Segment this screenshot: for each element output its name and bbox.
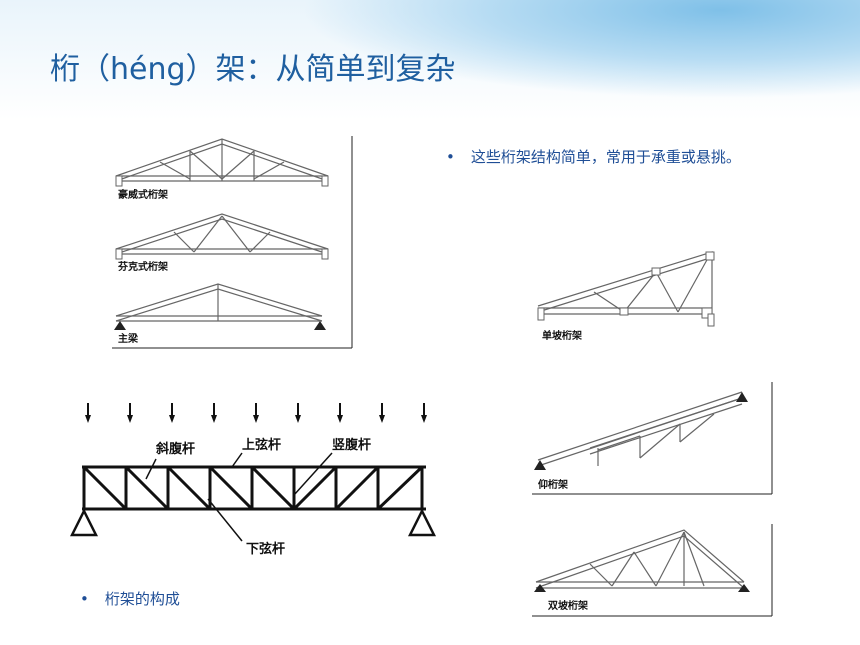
mono-truss-label: 单坡桁架 — [542, 329, 582, 342]
fink-truss-label: 芬克式桁架 — [117, 260, 168, 273]
bullet-load-bearing: • 这些桁架结构简单，常用于承重或悬挑。 — [446, 146, 741, 167]
double-truss-drawing — [534, 529, 750, 592]
bullet-text: 桁架的构成 — [104, 590, 180, 608]
load-arrows — [85, 403, 427, 423]
bullet-dot: • — [446, 148, 455, 166]
bullet-text: 这些桁架结构简单，常用于承重或悬挑。 — [470, 148, 741, 166]
mono-truss-figure: 单坡桁架 — [537, 251, 715, 342]
bullet-composition: • 桁架的构成 — [80, 588, 180, 609]
raised-truss-drawing — [534, 391, 748, 470]
truss-components-figure: 斜腹杆 上弦杆 竖腹杆 下弦杆 — [70, 403, 437, 557]
howe-truss-drawing — [115, 138, 329, 187]
double-truss-label: 双坡桁架 — [548, 599, 588, 612]
raised-truss-label: 仰桁架 — [538, 478, 568, 491]
bottom-chord-label: 下弦杆 — [246, 541, 285, 557]
truss-types-figure: 豪威式桁架 芬克式桁架 主梁 — [112, 136, 353, 349]
slide-title: 桁（héng）架：从简单到复杂 — [50, 52, 456, 87]
top-chord-label: 上弦杆 — [242, 437, 281, 453]
header-gradient — [0, 0, 860, 120]
bullet-dot: • — [80, 590, 89, 608]
parallel-truss-drawing — [70, 452, 437, 542]
diagonal-web-label: 斜腹杆 — [155, 441, 195, 457]
howe-truss-label: 豪威式桁架 — [118, 188, 168, 201]
fink-truss-drawing — [115, 213, 329, 260]
main-beam-label: 主梁 — [118, 332, 139, 345]
raised-truss-figure: 仰桁架 — [532, 382, 773, 495]
double-truss-figure: 双坡桁架 — [532, 524, 773, 617]
main-beam-drawing — [114, 283, 326, 330]
mono-truss-drawing — [537, 251, 715, 327]
vertical-web-label: 竖腹杆 — [332, 437, 371, 453]
